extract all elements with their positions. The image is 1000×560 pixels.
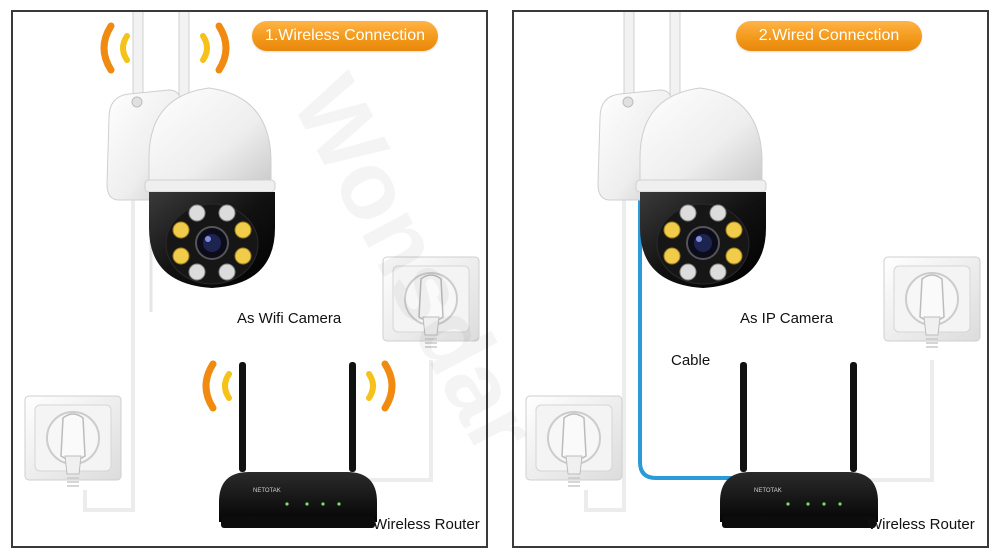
wireless-router	[219, 362, 377, 528]
camera-wifi-signal-right-icon	[203, 26, 226, 70]
ip-camera-label: As IP Camera	[740, 310, 833, 327]
wired-diagram: NETOTAK	[514, 12, 989, 548]
wall-socket-left	[526, 396, 622, 486]
router-brand: NETOTAK	[253, 488, 281, 494]
wireless-connection-title: 1.Wireless Connection	[252, 21, 438, 51]
wireless-connection-panel: NETOTAK 1.Wireless Connection As Wifi Ca…	[11, 10, 488, 548]
router-wifi-signal-left-icon	[206, 364, 229, 408]
wireless-router-label: Wireless Router	[373, 516, 480, 533]
router-wifi-signal-right-icon	[369, 364, 392, 408]
cable-label: Cable	[671, 352, 710, 369]
wireless-router	[720, 362, 878, 528]
wireless-router-label: Wireless Router	[868, 516, 975, 533]
wired-connection-panel: NETOTAK 2.Wired Connection As IP Camera …	[512, 10, 989, 548]
wifi-camera-label: As Wifi Camera	[237, 310, 341, 327]
router-brand: NETOTAK	[754, 488, 782, 494]
wired-connection-title: 2.Wired Connection	[736, 21, 922, 51]
camera-wifi-signal-left-icon	[104, 26, 127, 70]
wall-socket-left	[25, 396, 121, 486]
wall-socket-right	[383, 257, 479, 347]
wall-socket-right	[884, 257, 980, 347]
wireless-diagram: NETOTAK	[13, 12, 488, 548]
